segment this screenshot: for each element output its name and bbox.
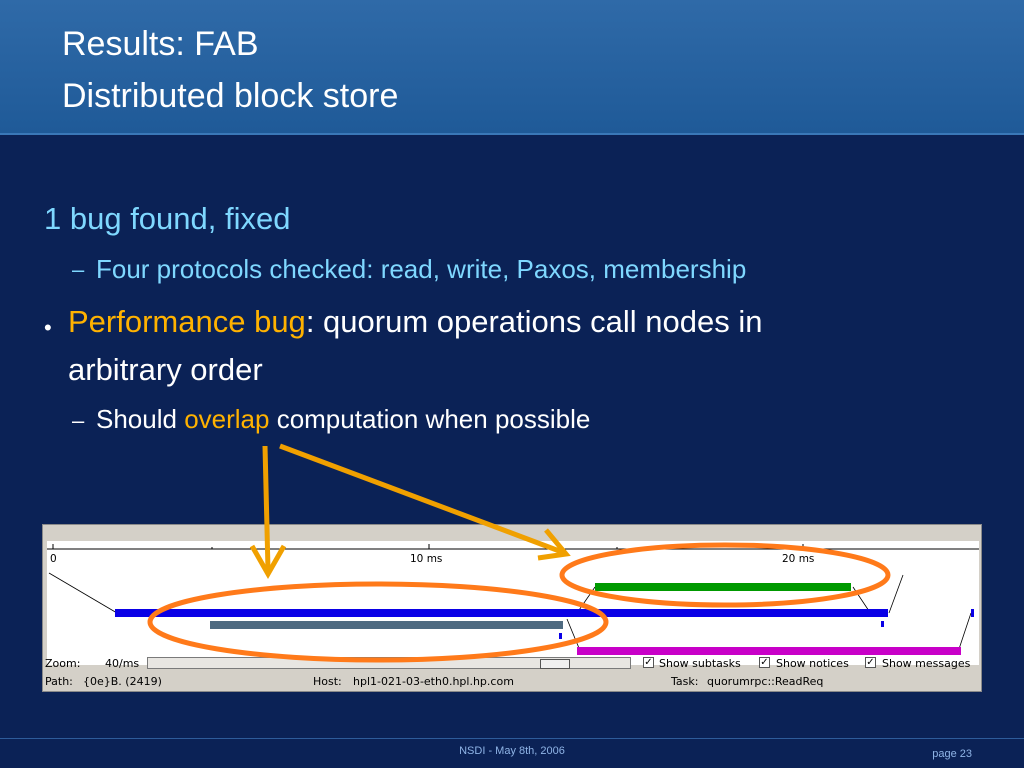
task-value: quorumrpc::ReadReq (707, 675, 824, 688)
tick-label-10ms: 10 ms (410, 553, 442, 565)
bullet-2-sub-post: computation when possible (269, 404, 591, 434)
bullet-2-sub-pre: Should (96, 404, 185, 434)
timeline-canvas: 0 10 ms 20 ms (47, 541, 979, 665)
task-label: Task: (671, 675, 699, 688)
zoom-row: Zoom: 40/ms ✓ Show subtasks ✓ Show notic… (43, 655, 981, 672)
timeline-background (47, 541, 979, 665)
bullet-2-sub-highlight: overlap (184, 404, 270, 434)
slide-title-line-2: Distributed block store (62, 77, 399, 115)
task-bar-green[interactable] (595, 583, 851, 591)
zoom-slider[interactable] (147, 657, 631, 669)
bullet-2-sub: Should overlap computation when possible (96, 404, 590, 435)
footer-divider (0, 738, 1024, 739)
notice-marker (971, 609, 974, 617)
task-bar-grey[interactable] (210, 621, 563, 629)
bullet-dot: • (44, 315, 52, 340)
zoom-label: Zoom: (45, 657, 81, 670)
info-row: Path: {0e}B. (2419) Host: hpl1-021-03-et… (43, 673, 981, 690)
zoom-value: 40/ms (105, 657, 140, 670)
zoom-slider-thumb[interactable] (540, 659, 570, 669)
host-value: hpl1-021-03-eth0.hpl.hp.com (353, 675, 514, 688)
bullet-2: Performance bug: quorum operations call … (68, 304, 762, 340)
checkbox-show-notices[interactable]: ✓ (759, 657, 770, 668)
message-line (48, 572, 118, 614)
checkbox-show-messages[interactable]: ✓ (865, 657, 876, 668)
dash-marker: – (72, 257, 85, 282)
message-line (888, 574, 904, 614)
task-bar-blue[interactable] (115, 609, 888, 617)
tick-label-20ms: 20 ms (782, 553, 814, 565)
title-bar: Results: FAB Distributed block store (0, 0, 1024, 135)
dash-marker: – (72, 408, 85, 433)
checkbox-show-subtasks[interactable]: ✓ (643, 657, 654, 668)
message-line (958, 612, 972, 650)
bullet-2-rest: : quorum operations call nodes in (305, 304, 763, 339)
trace-viewer-widget: 0 10 ms 20 ms Zoom: 40/ms ✓ Show subtask… (42, 524, 982, 692)
host-label: Host: (313, 675, 342, 688)
bullet-2-highlight: Performance bug (68, 304, 306, 339)
show-subtasks-label[interactable]: Show subtasks (659, 657, 741, 670)
notice-marker (559, 633, 562, 639)
show-notices-label[interactable]: Show notices (776, 657, 849, 670)
show-messages-label[interactable]: Show messages (882, 657, 971, 670)
path-value: {0e}B. (2419) (83, 675, 162, 688)
bullet-1-sub: Four protocols checked: read, write, Pax… (96, 254, 747, 284)
bullet-1: 1 bug found, fixed (44, 201, 291, 236)
footer-text: NSDI - May 8th, 2006 (459, 745, 565, 757)
page-number: page 23 (932, 748, 972, 760)
bullet-2-line-2: arbitrary order (68, 352, 263, 387)
slide-title-line-1: Results: FAB (62, 25, 259, 63)
task-bar-magenta[interactable] (577, 647, 961, 655)
notice-marker (881, 621, 884, 627)
tick-label-0: 0 (50, 553, 57, 565)
path-label: Path: (45, 675, 73, 688)
